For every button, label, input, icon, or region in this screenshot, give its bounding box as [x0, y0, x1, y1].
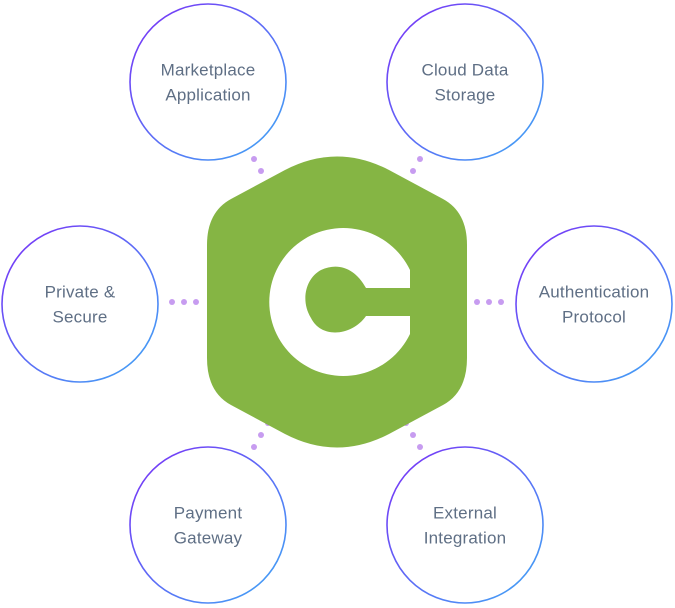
node-circle [129, 3, 287, 161]
node-circle [515, 225, 673, 383]
node-label-line: Private & [45, 283, 116, 302]
connector-dot [486, 299, 492, 305]
node-label-line: Secure [52, 308, 107, 327]
node-label-line: Authentication [539, 283, 650, 302]
central-hub [207, 156, 467, 448]
connector-dot [410, 168, 416, 174]
node-circle [1, 225, 159, 383]
connector-dot [251, 444, 257, 450]
connector-dot [498, 299, 504, 305]
node-label-line: Storage [435, 86, 496, 105]
node-label-line: Marketplace [161, 61, 256, 80]
node-label-line: Gateway [174, 529, 243, 548]
node-label-line: Integration [424, 529, 507, 548]
node-label-line: Application [165, 86, 250, 105]
connector-dot [251, 156, 257, 162]
connector-dot [193, 299, 199, 305]
connector-dot [410, 432, 416, 438]
node-private-and-secure: Private & Secure [1, 225, 159, 383]
connector-dot [258, 432, 264, 438]
node-circle [386, 3, 544, 161]
node-label-line: Cloud Data [421, 61, 508, 80]
connector-dot [258, 168, 264, 174]
connector-dot [417, 444, 423, 450]
c-logo-icon [269, 228, 410, 377]
connector-dot [474, 299, 480, 305]
node-label-line: Payment [174, 504, 243, 523]
connector-dot [417, 156, 423, 162]
hub-hexagon [207, 156, 467, 448]
connector-dot [181, 299, 187, 305]
node-circle [386, 446, 544, 604]
node-label-line: Protocol [562, 308, 626, 327]
connector-dot [169, 299, 175, 305]
node-label-line: External [433, 504, 497, 523]
node-circle [129, 446, 287, 604]
